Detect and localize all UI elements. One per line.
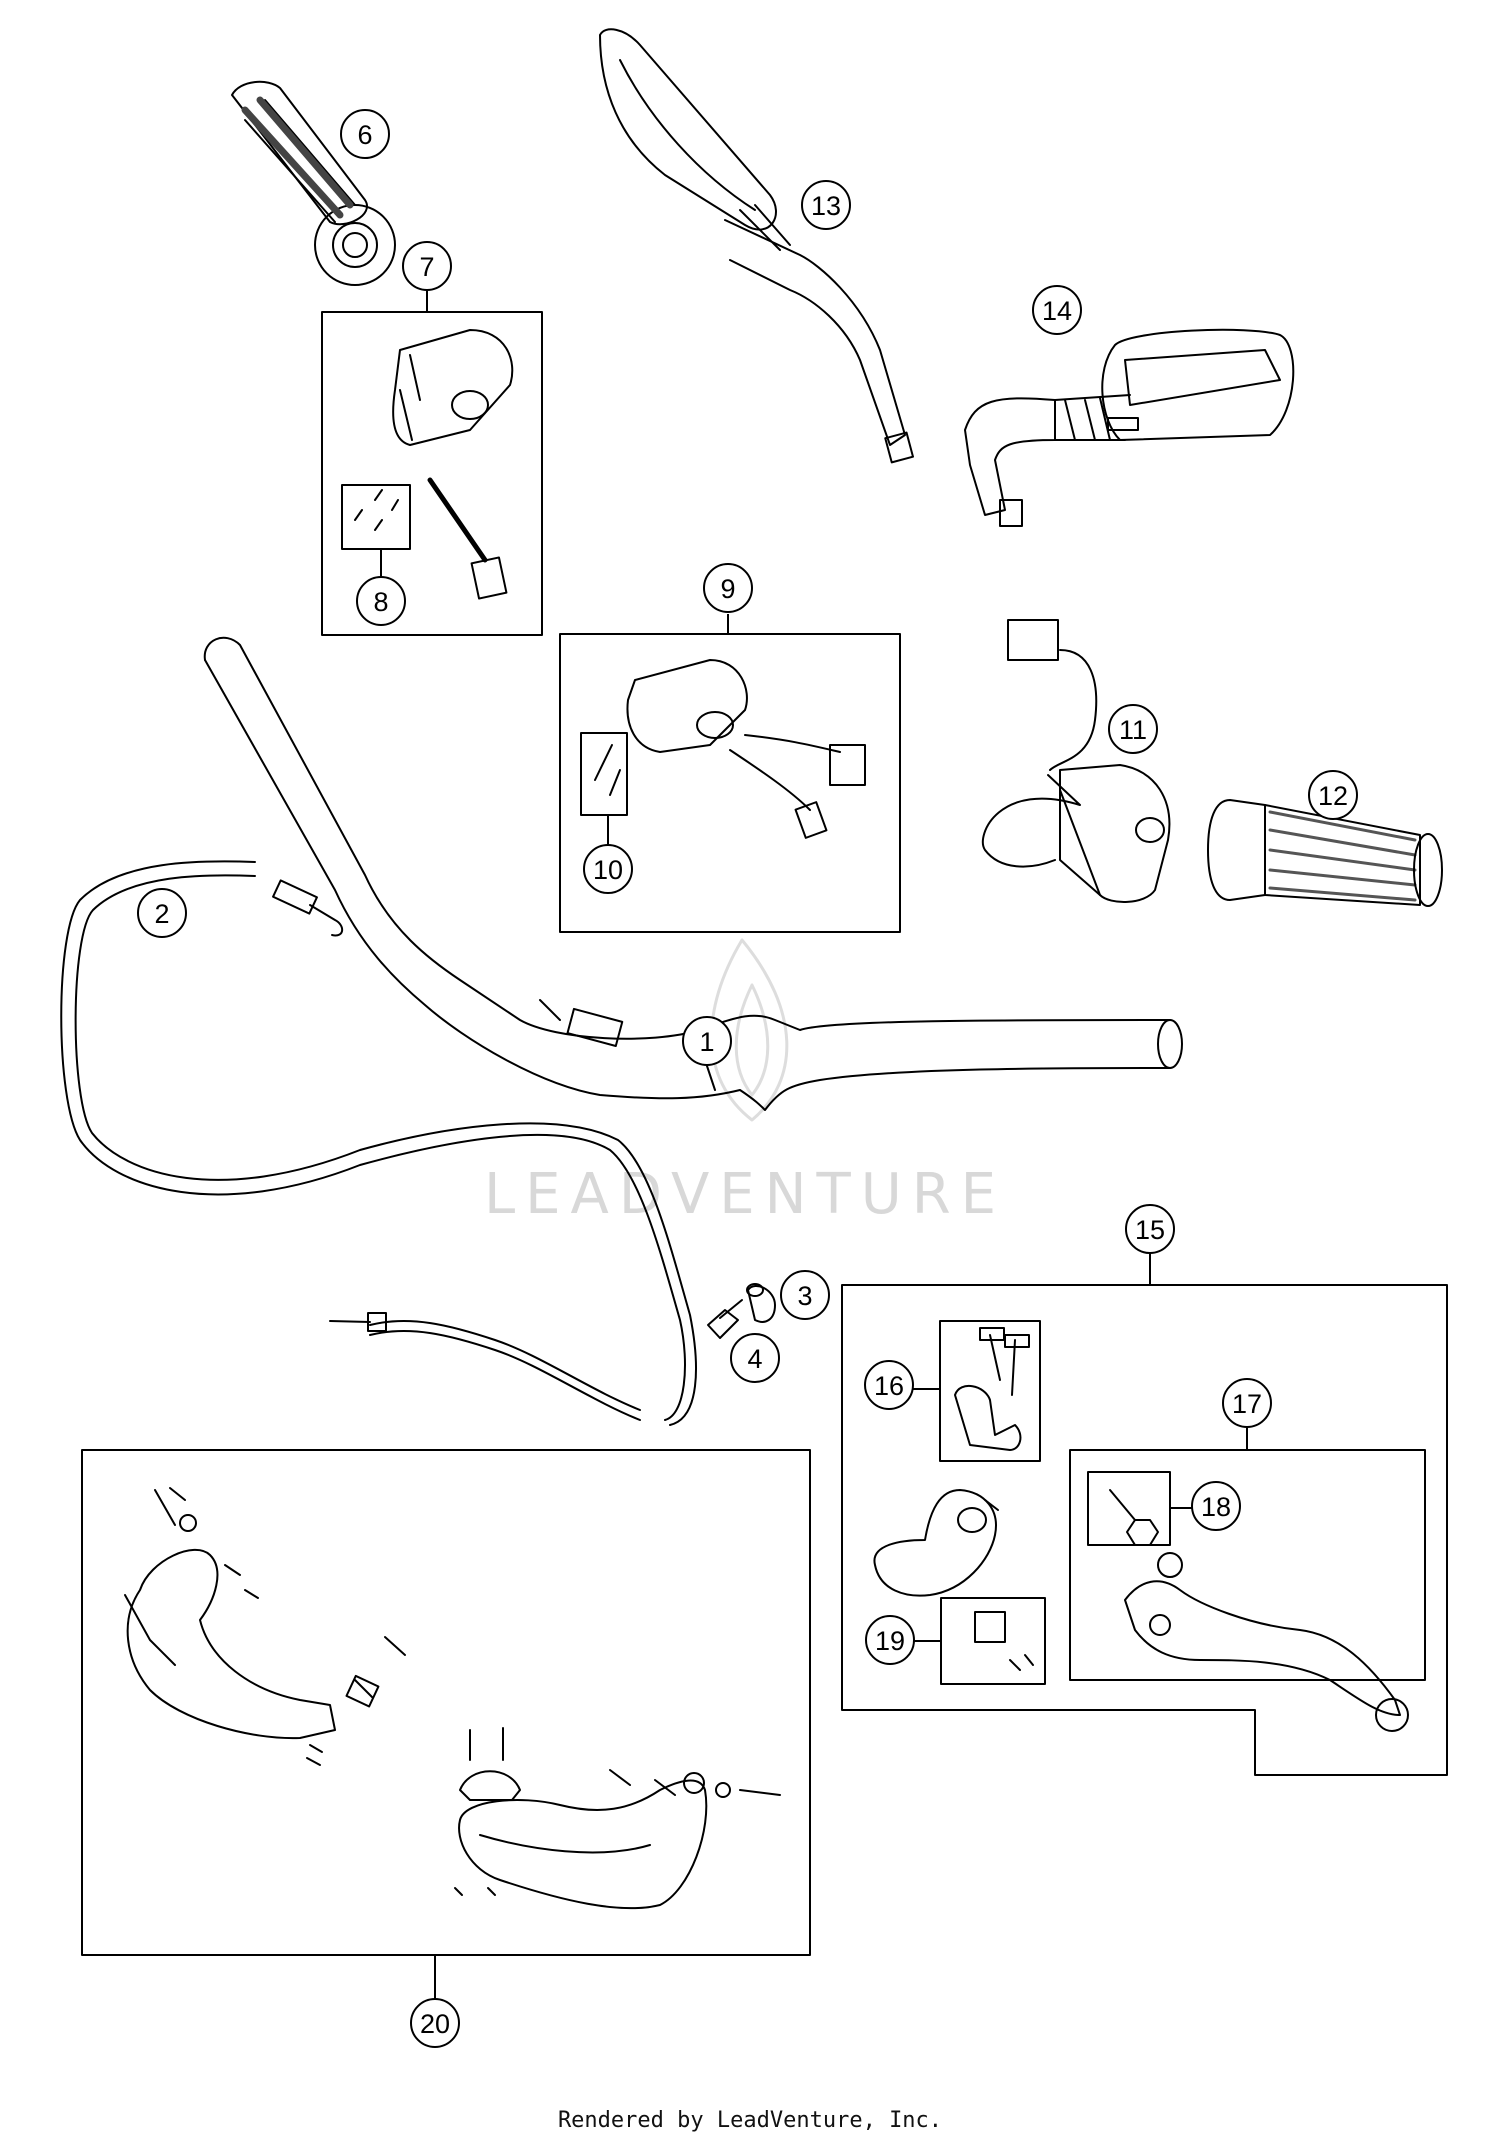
callout-19: 19 [875, 1626, 905, 1656]
callout-labels: 1 2 3 4 6 7 8 9 10 11 12 13 14 15 16 17 … [154, 120, 1348, 2039]
part-10-screws [594, 744, 621, 796]
watermark-text: LEADVENTURE [484, 1162, 1006, 1227]
callout-7: 7 [419, 252, 434, 282]
part-4-bolt [707, 1299, 743, 1339]
part-16-lever-clamp [954, 1327, 1030, 1451]
callout-11: 11 [1119, 715, 1147, 745]
callout-8: 8 [373, 587, 388, 617]
callout-4: 4 [747, 1344, 762, 1374]
callout-circles [137, 109, 1358, 2048]
callout-9: 9 [720, 574, 735, 604]
callout-20: 20 [420, 2009, 450, 2039]
part-2-clutch-cable [60, 860, 697, 1426]
box-part-20 [81, 1449, 811, 1956]
part-6-grip-left [231, 80, 396, 286]
box-part-8 [341, 484, 411, 550]
part-9-switch-right [626, 659, 866, 839]
callout-13: 13 [811, 191, 841, 221]
callout-17: 17 [1232, 1389, 1262, 1419]
box-part-10 [580, 732, 628, 816]
leadventure-watermark-logo [710, 938, 789, 1122]
part-1-handlebar [203, 636, 1183, 1111]
part-13-mirror-left [599, 28, 914, 464]
callout-3: 3 [797, 1281, 812, 1311]
callout-16: 16 [874, 1371, 904, 1401]
box-part-15 [841, 1284, 1448, 1776]
part-14-mirror-right [964, 328, 1295, 527]
box-part-7 [321, 311, 543, 636]
part-19-switch [974, 1611, 1034, 1671]
footer-credit: Rendered by LeadVenture, Inc. [557, 2108, 943, 2133]
box-part-9 [559, 633, 901, 933]
callout-12: 12 [1318, 781, 1348, 811]
callout-15: 15 [1135, 1215, 1165, 1245]
callout-1: 1 [699, 1027, 714, 1057]
callout-18: 18 [1201, 1492, 1231, 1522]
box-part-16 [939, 1320, 1041, 1462]
part-11-switch-left-hand [981, 619, 1171, 903]
part-3-bushing [746, 1283, 776, 1323]
part-7-switch-left [392, 329, 514, 600]
callout-6: 6 [357, 120, 372, 150]
part-17-brake-lever [1124, 1552, 1409, 1732]
callout-14: 14 [1042, 296, 1072, 326]
part-20-handguards [124, 1487, 781, 1910]
part-8-screws [354, 489, 399, 531]
box-part-17 [1069, 1449, 1426, 1681]
callout-2: 2 [154, 899, 169, 929]
callout-10: 10 [593, 855, 623, 885]
part-15-lever-bracket [873, 1489, 999, 1597]
part-12-grip-right [1207, 799, 1443, 907]
part-18-adjuster [1109, 1489, 1159, 1546]
